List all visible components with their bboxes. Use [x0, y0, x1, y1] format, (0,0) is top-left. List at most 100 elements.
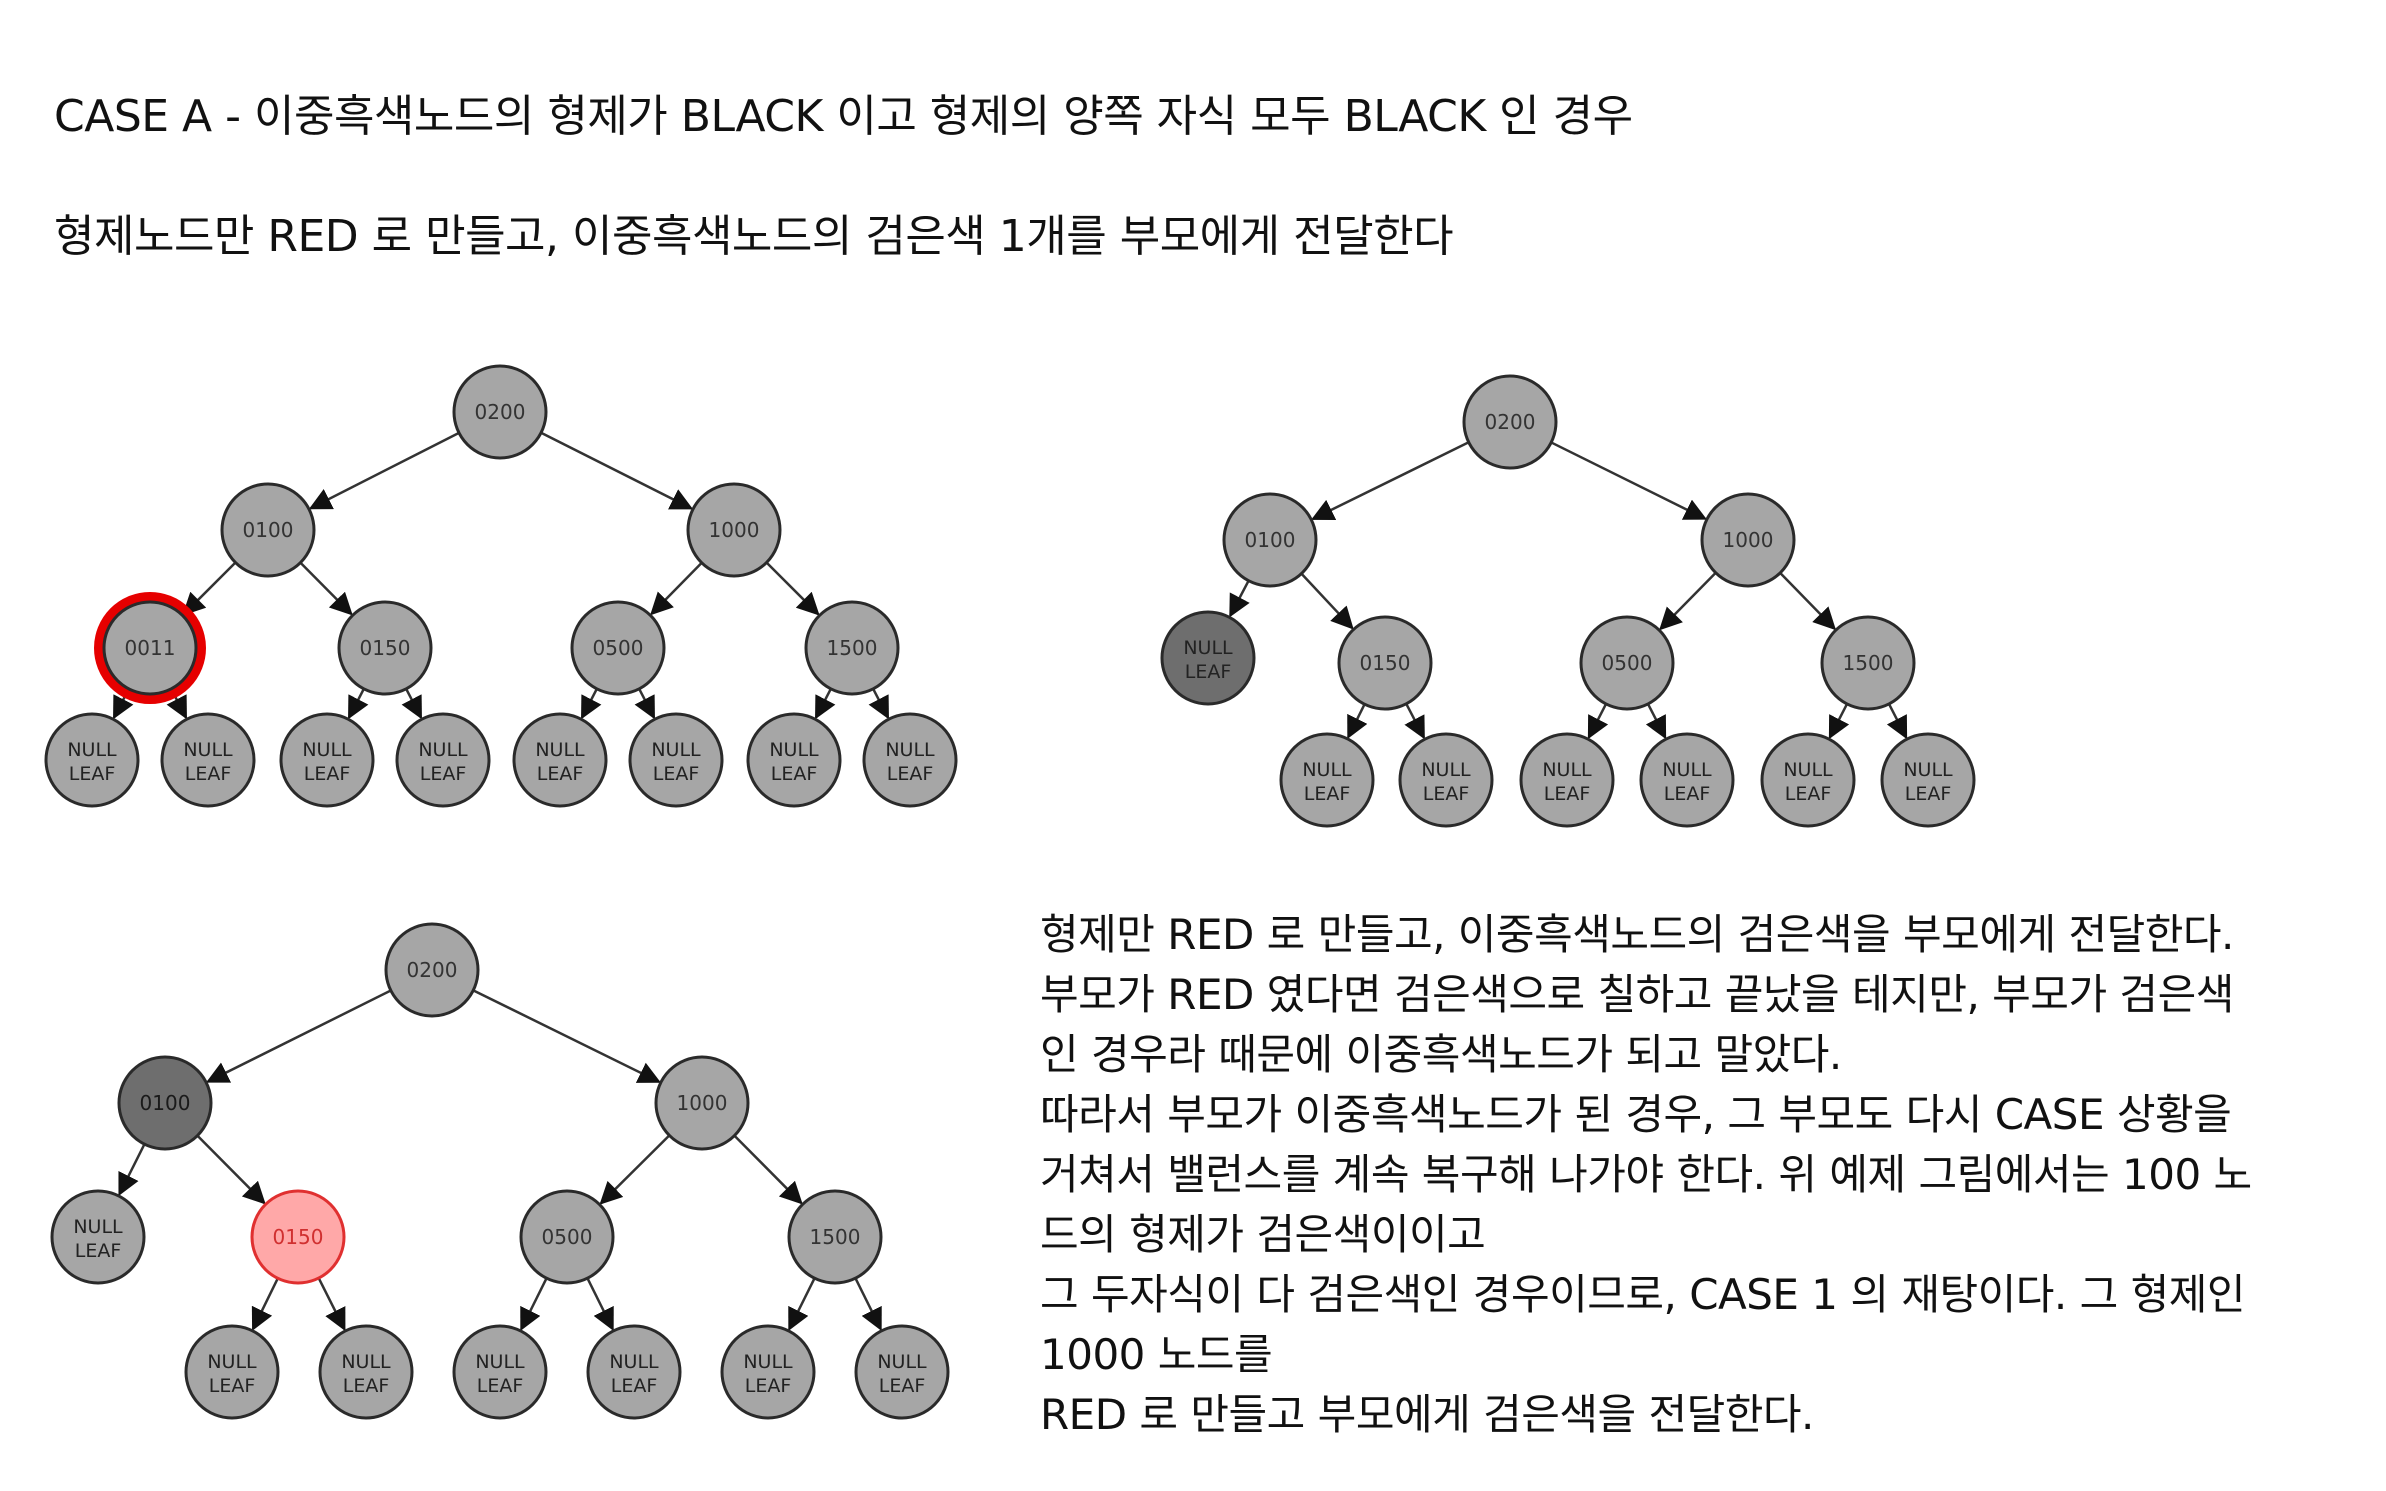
tree-node-0500: 0500 — [570, 600, 666, 696]
explanation-text: 형제만 RED 로 만들고, 이중흑색노드의 검은색을 부모에게 전달한다. 부… — [1040, 905, 2360, 1445]
node-label: LEAF — [420, 763, 467, 785]
tree-node-0150: 0150 — [250, 1189, 346, 1285]
node-circle — [804, 600, 900, 696]
node-label: LEAF — [343, 1375, 390, 1397]
tree-node-0100: 0100 — [117, 1055, 213, 1151]
node-label: 0100 — [140, 1091, 191, 1115]
node-circle — [628, 712, 724, 808]
tree-edge-arrow — [1229, 580, 1250, 618]
tree-edge-arrow — [868, 688, 890, 720]
tree-edge-arrow — [182, 561, 237, 616]
node-circle — [395, 712, 491, 808]
node-label: NULL — [651, 739, 701, 761]
node-circle — [654, 1055, 750, 1151]
tree-edge-arrow — [1587, 703, 1609, 740]
node-label: 0100 — [1245, 528, 1296, 552]
tree-edge-arrow — [1550, 441, 1708, 520]
node-circle — [318, 1324, 414, 1420]
node-circle — [862, 712, 958, 808]
tree-edge-arrow — [520, 1277, 548, 1332]
tree-edge-arrow — [196, 1134, 266, 1205]
node-circle — [686, 482, 782, 578]
tree-edge-arrow — [1404, 703, 1425, 740]
node-label: 1000 — [709, 518, 760, 542]
node-label: LEAF — [477, 1375, 524, 1397]
node-circle — [279, 712, 375, 808]
node-circle — [1462, 374, 1558, 470]
tree-edge-arrow — [1886, 703, 1908, 740]
node-label: NULL — [302, 739, 352, 761]
node-label: LEAF — [1544, 783, 1591, 805]
node-circle — [570, 600, 666, 696]
node-circle — [1579, 615, 1675, 711]
node-label: 1000 — [1723, 528, 1774, 552]
node-label: NULL — [769, 739, 819, 761]
node-label: NULL — [885, 739, 935, 761]
tree-edge-arrow — [1779, 572, 1837, 631]
node-circle — [854, 1324, 950, 1420]
tree-node-1500: 1500 — [1820, 615, 1916, 711]
node-label: NULL — [73, 1216, 123, 1238]
tree-edge-arrow — [733, 1134, 803, 1205]
tree-edge-arrow — [788, 1277, 816, 1332]
node-label: NULL — [418, 739, 468, 761]
node-label: 0200 — [475, 400, 526, 424]
node-label: LEAF — [1785, 783, 1832, 805]
tree-node-0011: 0011 — [94, 592, 206, 704]
node-circle — [1639, 732, 1735, 828]
node-circle — [44, 712, 140, 808]
node-label: LEAF — [209, 1375, 256, 1397]
node-label: LEAF — [611, 1375, 658, 1397]
tree-edge-arrow — [118, 1143, 146, 1197]
node-circle — [384, 922, 480, 1018]
tree-node-1000: 1000 — [654, 1055, 750, 1151]
node-label: LEAF — [185, 763, 232, 785]
tree-node-0100: 0100 — [220, 482, 316, 578]
case-heading: CASE A - 이중흑색노드의 형제가 BLACK 이고 형제의 양쪽 자식 … — [54, 91, 1633, 142]
node-circle — [512, 712, 608, 808]
tree-edge-arrow — [854, 1277, 882, 1332]
node-label: 1000 — [677, 1091, 728, 1115]
node-circle — [1519, 732, 1615, 828]
tree-node-0500: 0500 — [1579, 615, 1675, 711]
node-label: NULL — [1662, 759, 1712, 781]
node-circle — [220, 482, 316, 578]
tree-edge-arrow — [580, 688, 602, 720]
tree-edge-arrow — [205, 989, 392, 1083]
node-circle — [1222, 492, 1318, 588]
tree-edge-arrow — [317, 1277, 346, 1332]
tree-node-0150: 0150 — [1337, 615, 1433, 711]
node-label: NULL — [1421, 759, 1471, 781]
tree-edge-arrow — [1300, 572, 1354, 630]
node-circle — [1880, 732, 1976, 828]
node-label: NULL — [877, 1351, 927, 1373]
tree-node-1000: 1000 — [686, 482, 782, 578]
node-label: LEAF — [537, 763, 584, 785]
node-label: LEAF — [879, 1375, 926, 1397]
node-label: LEAF — [745, 1375, 792, 1397]
node-label: NULL — [1302, 759, 1352, 781]
tree-node-1500: 1500 — [787, 1189, 883, 1285]
node-label: LEAF — [653, 763, 700, 785]
case-description: 형제노드만 RED 로 만들고, 이중흑색노드의 검은색 1개를 부모에게 전달… — [54, 211, 1454, 262]
node-circle — [1700, 492, 1796, 588]
tree-edge-arrow — [299, 561, 353, 616]
node-label: NULL — [183, 739, 233, 761]
node-circle — [1760, 732, 1856, 828]
node-label: NULL — [67, 739, 117, 761]
